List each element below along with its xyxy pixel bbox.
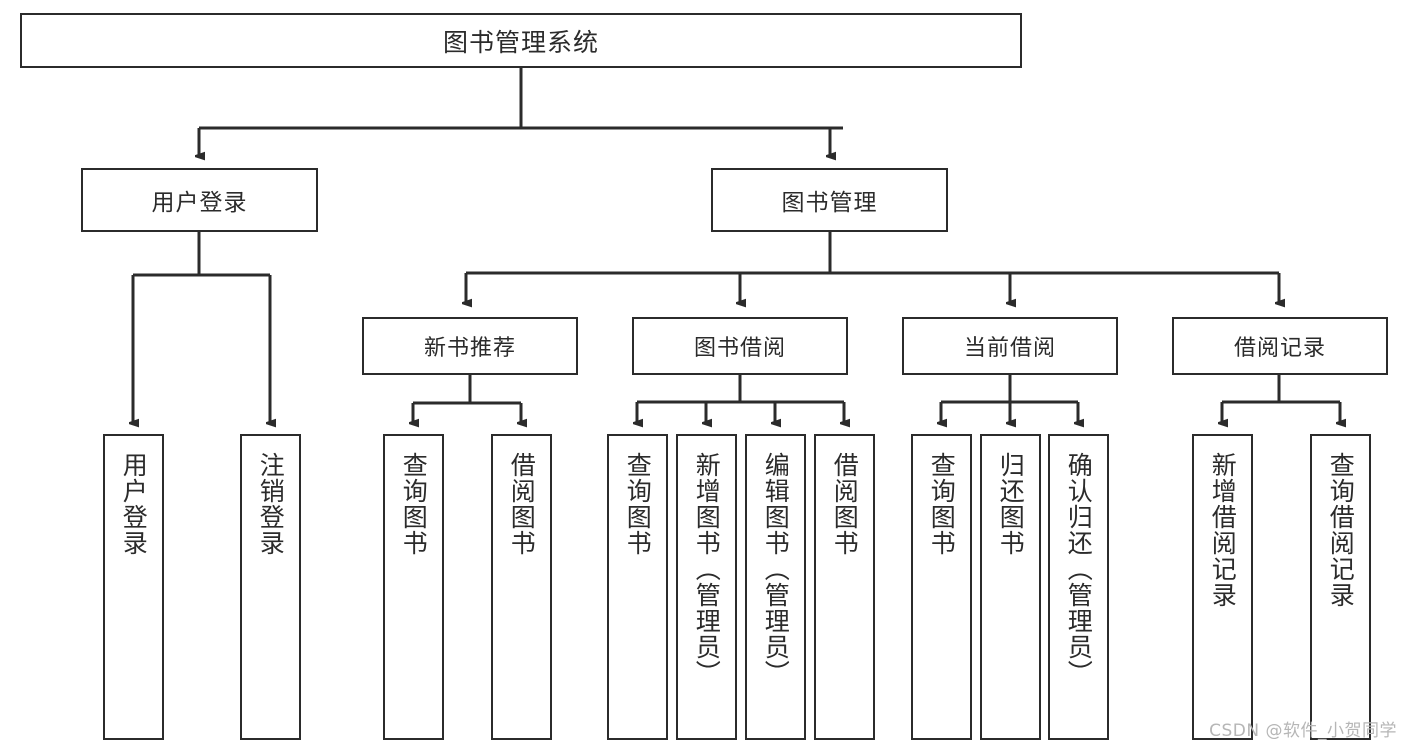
node-borrow-record-label: 借阅记录: [1233, 336, 1326, 361]
node-user-login-label: 用户登录: [151, 190, 248, 216]
leaf-query-book-2[interactable]: 查询图书: [607, 434, 668, 740]
leaf-query-book-2-label: 查询图书: [623, 452, 653, 556]
leaf-add-book-label: 新增图书（管理员）: [692, 452, 722, 686]
leaf-edit-book[interactable]: 编辑图书（管理员）: [745, 434, 806, 740]
node-new-book-recommend[interactable]: 新书推荐: [362, 317, 578, 375]
leaf-query-book-1[interactable]: 查询图书: [383, 434, 444, 740]
leaf-return-book-label: 归还图书: [996, 452, 1026, 556]
leaf-borrow-book-2-label: 借阅图书: [830, 452, 860, 556]
leaf-borrow-book-1-label: 借阅图书: [507, 452, 537, 556]
leaf-logout-login[interactable]: 注销登录: [240, 434, 301, 740]
node-book-borrow[interactable]: 图书借阅: [632, 317, 848, 375]
node-root-label: 图书管理系统: [442, 27, 599, 57]
node-borrow-record[interactable]: 借阅记录: [1172, 317, 1388, 375]
leaf-query-record-label: 查询借阅记录: [1326, 452, 1356, 608]
node-root[interactable]: 图书管理系统: [20, 13, 1022, 68]
leaf-borrow-book-1[interactable]: 借阅图书: [491, 434, 552, 740]
leaf-user-login-label: 用户登录: [119, 452, 149, 556]
leaf-add-book[interactable]: 新增图书（管理员）: [676, 434, 737, 740]
leaf-confirm-return[interactable]: 确认归还（管理员）: [1048, 434, 1109, 740]
csdn-watermark: CSDN @软件_小贺同学: [1209, 721, 1397, 741]
leaf-confirm-return-label: 确认归还（管理员）: [1064, 452, 1094, 686]
leaf-edit-book-label: 编辑图书（管理员）: [761, 452, 791, 686]
node-new-book-recommend-label: 新书推荐: [423, 336, 516, 361]
leaf-add-record-label: 新增借阅记录: [1208, 452, 1238, 608]
leaf-query-book-1-label: 查询图书: [399, 452, 429, 556]
leaf-query-book-3-label: 查询图书: [927, 452, 957, 556]
node-book-manage-label: 图书管理: [781, 190, 878, 216]
leaf-query-record[interactable]: 查询借阅记录: [1310, 434, 1371, 740]
node-user-login[interactable]: 用户登录: [81, 168, 318, 232]
leaf-borrow-book-2[interactable]: 借阅图书: [814, 434, 875, 740]
leaf-query-book-3[interactable]: 查询图书: [911, 434, 972, 740]
node-current-borrow-label: 当前借阅: [963, 336, 1056, 361]
leaf-add-record[interactable]: 新增借阅记录: [1192, 434, 1253, 740]
node-book-borrow-label: 图书借阅: [693, 336, 786, 361]
leaf-return-book[interactable]: 归还图书: [980, 434, 1041, 740]
node-book-manage[interactable]: 图书管理: [711, 168, 948, 232]
node-current-borrow[interactable]: 当前借阅: [902, 317, 1118, 375]
leaf-user-login[interactable]: 用户登录: [103, 434, 164, 740]
leaf-logout-login-label: 注销登录: [256, 452, 286, 556]
